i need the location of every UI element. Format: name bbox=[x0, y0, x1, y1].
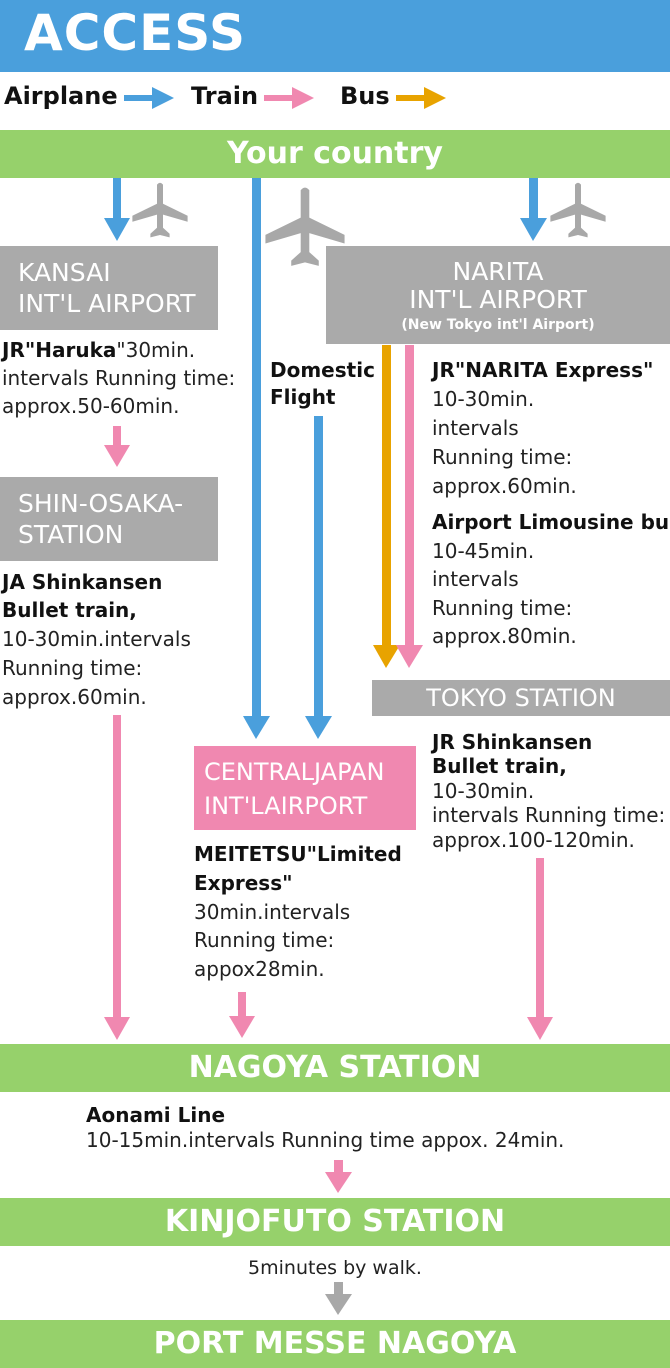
nagoya-station-bar: NAGOYA STATION bbox=[0, 1044, 670, 1092]
narita-express-time: approx.60min. bbox=[432, 474, 577, 498]
shin-osaka-route-name2: Bullet train, bbox=[2, 598, 137, 622]
kansai-route-line2: intervals Running time: bbox=[2, 366, 236, 390]
narita-express-interval-label: intervals bbox=[432, 416, 519, 440]
kansai-route-name: JR"Haruka bbox=[2, 338, 117, 362]
meitetsu-route-name2: Express" bbox=[194, 871, 293, 895]
tokyo-route-time: approx.100-120min. bbox=[432, 828, 635, 852]
tokyo-station-box: TOKYO STATION bbox=[372, 680, 670, 716]
airplane-arrow-kansai bbox=[104, 178, 130, 241]
limousine-bus-time-label: Running time: bbox=[432, 596, 573, 620]
shin-osaka-label-line2: STATION bbox=[18, 520, 124, 549]
aonami-line-detail: 10-15min.intervals Running time appox. 2… bbox=[86, 1128, 565, 1152]
legend-bus-arrow bbox=[396, 87, 446, 109]
train-arrow-kansai-shinosaka bbox=[104, 426, 130, 467]
narita-express-name: JR"NARITA Express" bbox=[432, 358, 654, 382]
kansai-route-line3: approx.50-60min. bbox=[2, 394, 180, 418]
train-arrow-central-nagoya bbox=[229, 992, 255, 1038]
aonami-line-name: Aonami Line bbox=[86, 1103, 226, 1127]
kansai-route-line1: JR"Haruka"30min. bbox=[2, 336, 195, 364]
train-arrow-tokyo-nagoya bbox=[527, 858, 553, 1040]
central-label-line2: INT'LAIRPORT bbox=[204, 792, 368, 820]
narita-label-line3: (New Tokyo int'l Airport) bbox=[401, 317, 595, 333]
narita-airport-box: NARITA INT'L AIRPORT (New Tokyo int'l Ai… bbox=[326, 246, 670, 344]
airplane-icon bbox=[550, 182, 606, 238]
tokyo-route-name2: Bullet train, bbox=[432, 754, 567, 778]
walk-detail: 5minutes by walk. bbox=[248, 1257, 422, 1279]
tokyo-route-name1: JR Shinkansen bbox=[432, 730, 593, 754]
port-messe-nagoya-label: PORT MESSE NAGOYA bbox=[153, 1326, 517, 1361]
domestic-flight-line2: Flight bbox=[270, 385, 336, 409]
shin-osaka-label-line1: SHIN-OSAKA- bbox=[18, 489, 184, 518]
legend-bus-label: Bus bbox=[340, 82, 390, 110]
shin-osaka-route-interval: 10-30min.intervals bbox=[2, 627, 191, 651]
tokyo-station-label: TOKYO STATION bbox=[426, 684, 616, 712]
kansai-airport-box: KANSAI INT'L AIRPORT bbox=[0, 246, 218, 330]
kansai-label-line2: INT'L AIRPORT bbox=[18, 289, 196, 318]
central-japan-airport-box: CENTRALJAPAN INT'LAIRPORT bbox=[194, 746, 416, 830]
train-arrow-shinosaka-nagoya bbox=[104, 715, 130, 1040]
airplane-arrow-narita bbox=[520, 178, 547, 241]
limousine-bus-interval-label: intervals bbox=[432, 567, 519, 591]
meitetsu-route-name1: MEITETSU"Limited bbox=[194, 842, 402, 866]
shin-osaka-station-box: SHIN-OSAKA- STATION bbox=[0, 477, 218, 561]
your-country-label: Your country bbox=[227, 136, 443, 171]
legend-train-label: Train bbox=[191, 82, 259, 110]
tokyo-route-interval: 10-30min. bbox=[432, 779, 535, 803]
legend-airplane-label: Airplane bbox=[4, 82, 118, 110]
header-banner: ACCESS bbox=[0, 0, 670, 72]
kinjofuto-station-bar: KINJOFUTO STATION bbox=[0, 1198, 670, 1246]
narita-label-line2: INT'L AIRPORT bbox=[409, 285, 587, 314]
legend-train-arrow bbox=[264, 87, 314, 109]
meitetsu-route-interval: 30min.intervals bbox=[194, 900, 351, 924]
tokyo-route-time-label: intervals Running time: bbox=[432, 803, 666, 827]
your-country-bar: Your country bbox=[0, 130, 670, 178]
shin-osaka-route-time: approx.60min. bbox=[2, 685, 147, 709]
nagoya-station-label: NAGOYA STATION bbox=[188, 1050, 482, 1085]
limousine-bus-interval: 10-45min. bbox=[432, 539, 535, 563]
limousine-bus-time: approx.80min. bbox=[432, 624, 577, 648]
narita-label-line1: NARITA bbox=[452, 257, 544, 286]
shin-osaka-route-name1: JA Shinkansen bbox=[2, 570, 163, 594]
airplane-arrow-domestic bbox=[305, 416, 332, 739]
bus-arrow-narita-tokyo bbox=[373, 345, 400, 668]
airplane-icon bbox=[132, 182, 188, 238]
shin-osaka-route-time-label: Running time: bbox=[2, 656, 143, 680]
narita-express-time-label: Running time: bbox=[432, 445, 573, 469]
page-title: ACCESS bbox=[24, 4, 247, 62]
limousine-bus-name: Airport Limousine bus bbox=[432, 510, 670, 534]
domestic-flight-line1: Domestic bbox=[270, 358, 375, 382]
legend-airplane-arrow bbox=[124, 87, 174, 109]
meitetsu-route-time: appox28min. bbox=[194, 957, 325, 981]
kansai-label-line1: KANSAI bbox=[18, 258, 111, 287]
kansai-route-interval: "30min. bbox=[116, 338, 196, 362]
kinjofuto-station-label: KINJOFUTO STATION bbox=[164, 1204, 506, 1239]
walk-arrow-kinjofuto-port bbox=[325, 1282, 352, 1315]
airplane-arrow-central bbox=[243, 178, 270, 739]
central-label-line1: CENTRALJAPAN bbox=[204, 758, 385, 786]
port-messe-nagoya-bar: PORT MESSE NAGOYA bbox=[0, 1320, 670, 1368]
narita-express-interval: 10-30min. bbox=[432, 387, 535, 411]
meitetsu-route-time-label: Running time: bbox=[194, 928, 335, 952]
train-arrow-narita-tokyo bbox=[396, 345, 423, 668]
train-arrow-nagoya-kinjofuto bbox=[325, 1160, 352, 1193]
